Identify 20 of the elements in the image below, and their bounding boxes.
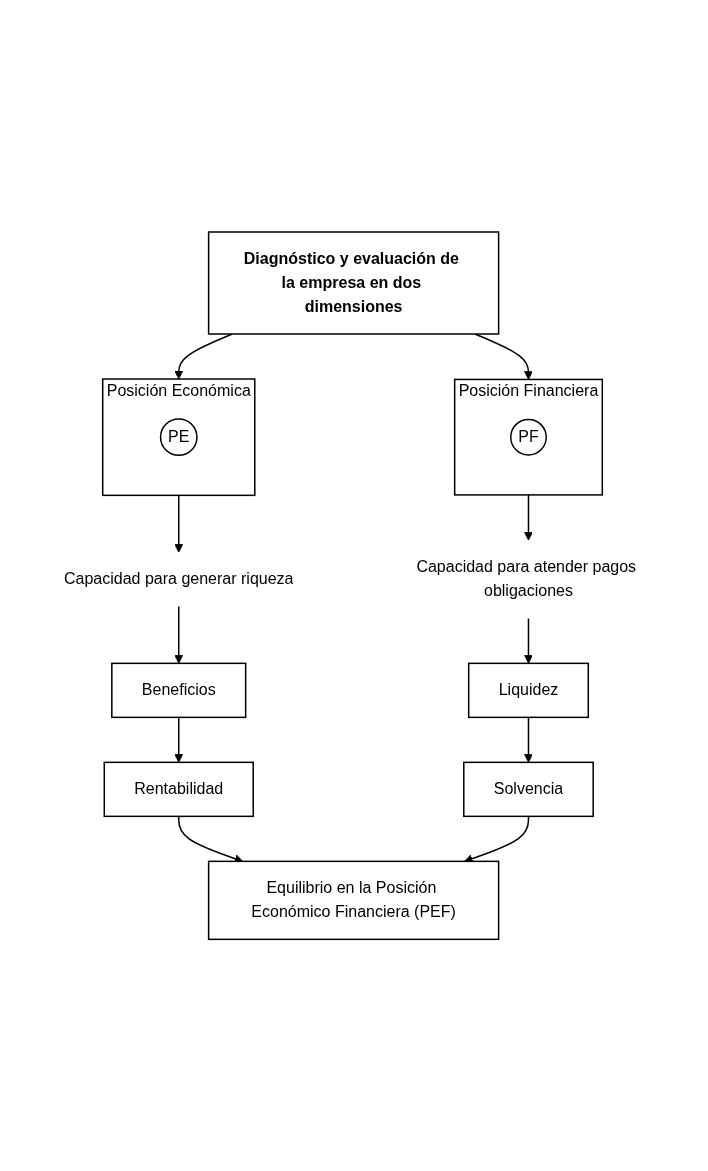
arrow bbox=[524, 494, 534, 541]
arrow bbox=[174, 333, 234, 380]
arrow bbox=[178, 815, 244, 863]
node-circle: PE bbox=[160, 418, 198, 456]
arrow bbox=[524, 617, 534, 664]
arrow bbox=[174, 716, 184, 763]
node-box: Liquidez bbox=[468, 662, 590, 718]
arrow bbox=[174, 605, 184, 664]
arrow bbox=[474, 333, 534, 380]
node-text: Capacidad para atender pagos obligaciones bbox=[416, 558, 637, 600]
arrow bbox=[524, 716, 534, 763]
arrow bbox=[464, 815, 530, 863]
node-box: Rentabilidad bbox=[103, 761, 255, 817]
node-box: Diagnóstico y evaluación de la empresa en dos dimensiones bbox=[208, 231, 500, 335]
node-box: Equilibrio en la Posición Económico Financiera (PEF) bbox=[208, 860, 500, 940]
arrow bbox=[174, 494, 184, 553]
node-circle: PF bbox=[510, 418, 548, 456]
node-box: Solvencia bbox=[463, 761, 595, 817]
node-box: Beneficios bbox=[111, 662, 247, 718]
node-text: Capacidad para generar riqueza bbox=[64, 570, 294, 588]
